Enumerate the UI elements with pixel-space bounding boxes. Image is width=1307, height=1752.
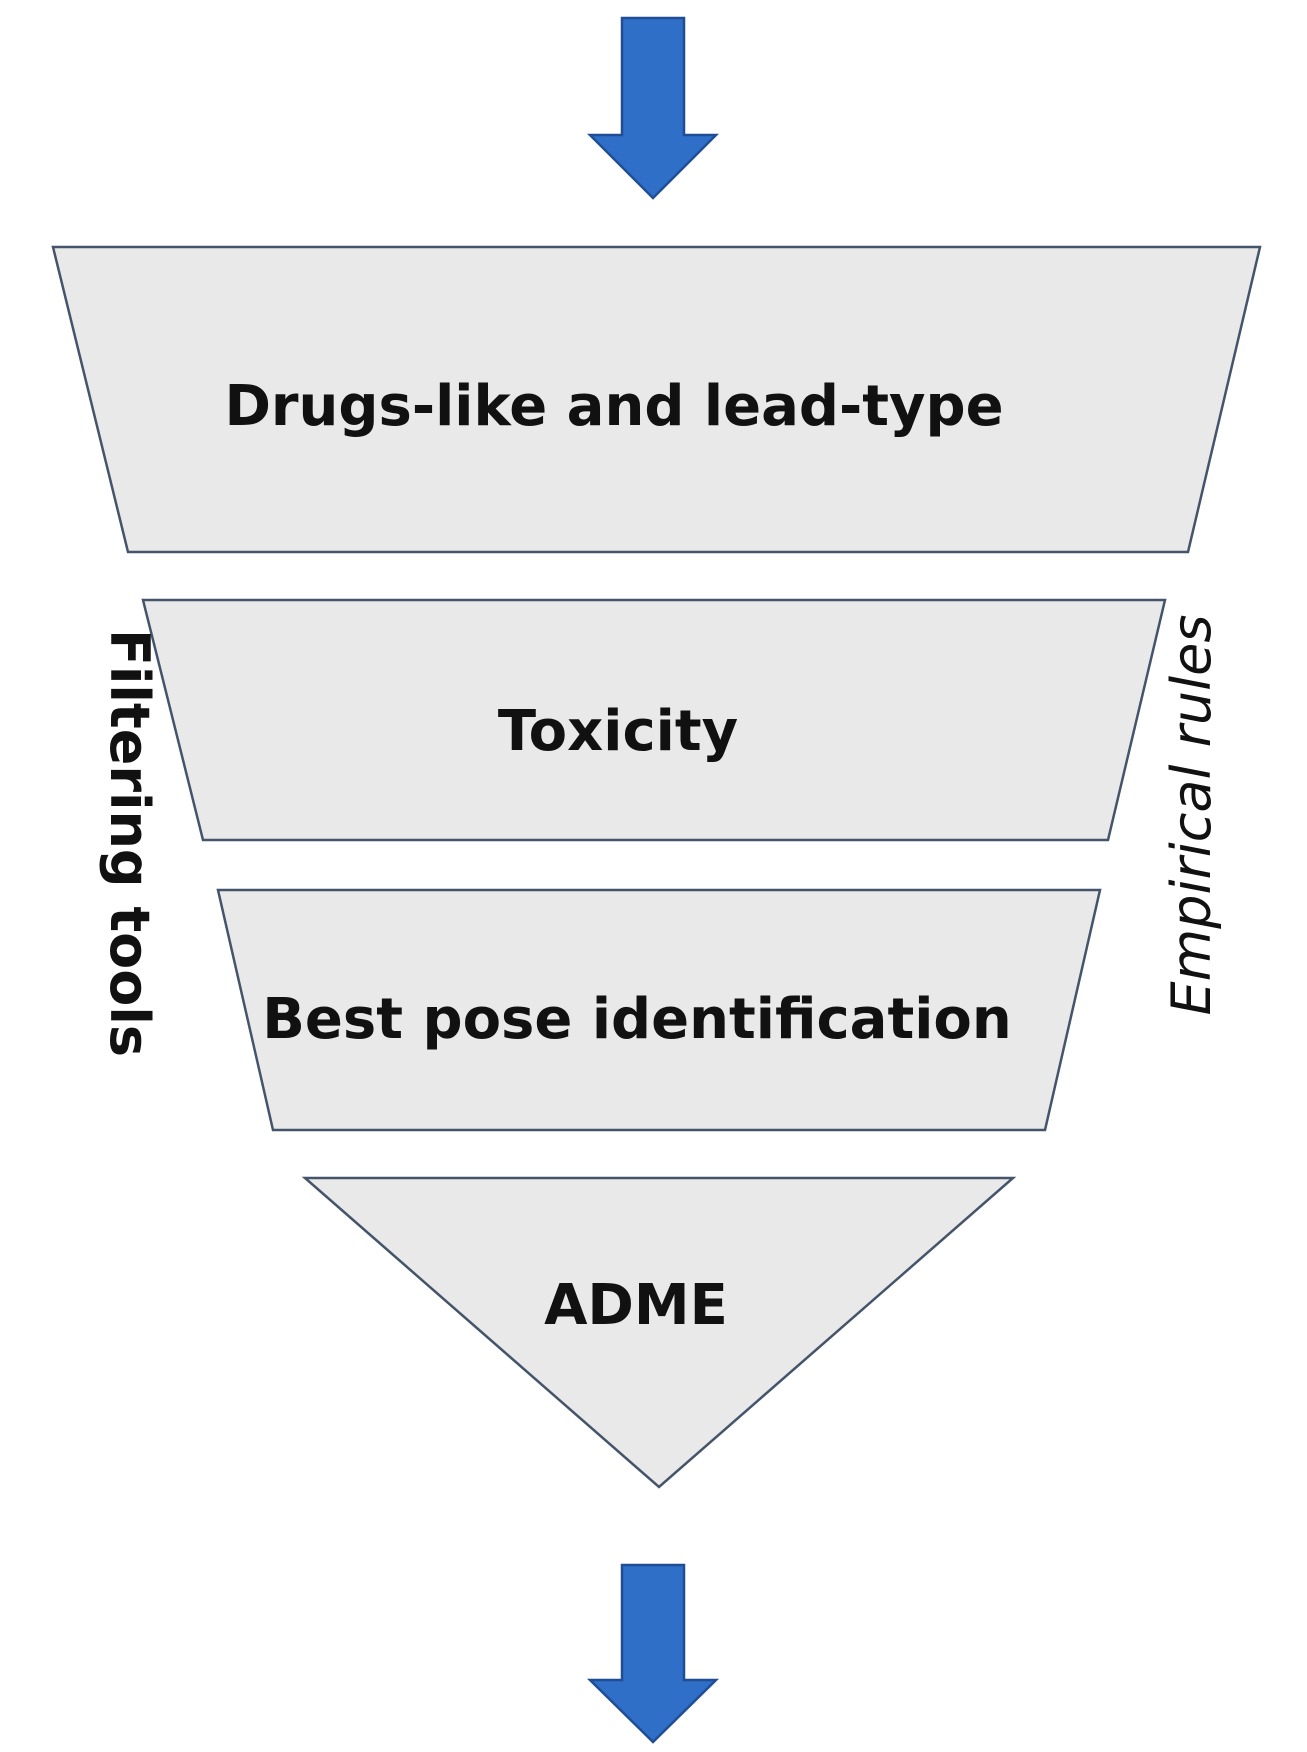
input-arrow-icon xyxy=(586,16,720,200)
stage-toxicity-label: Toxicity xyxy=(498,699,738,764)
filtering-tools-label: Filtering tools xyxy=(98,629,161,1057)
stage-adme-label: ADME xyxy=(544,1273,728,1338)
output-arrow-icon xyxy=(586,1563,720,1744)
empirical-rules-label: Empirical rules xyxy=(1160,615,1223,1016)
stage-best-pose-shape xyxy=(216,888,1102,1132)
stage-drug-like-shape xyxy=(51,245,1262,554)
stage-drug-like-label: Drugs-like and lead-type xyxy=(224,374,1003,439)
stage-toxicity-shape xyxy=(141,598,1167,842)
stage-best-pose-label: Best pose identification xyxy=(262,987,1012,1052)
stage-adme-shape xyxy=(301,1176,1017,1489)
